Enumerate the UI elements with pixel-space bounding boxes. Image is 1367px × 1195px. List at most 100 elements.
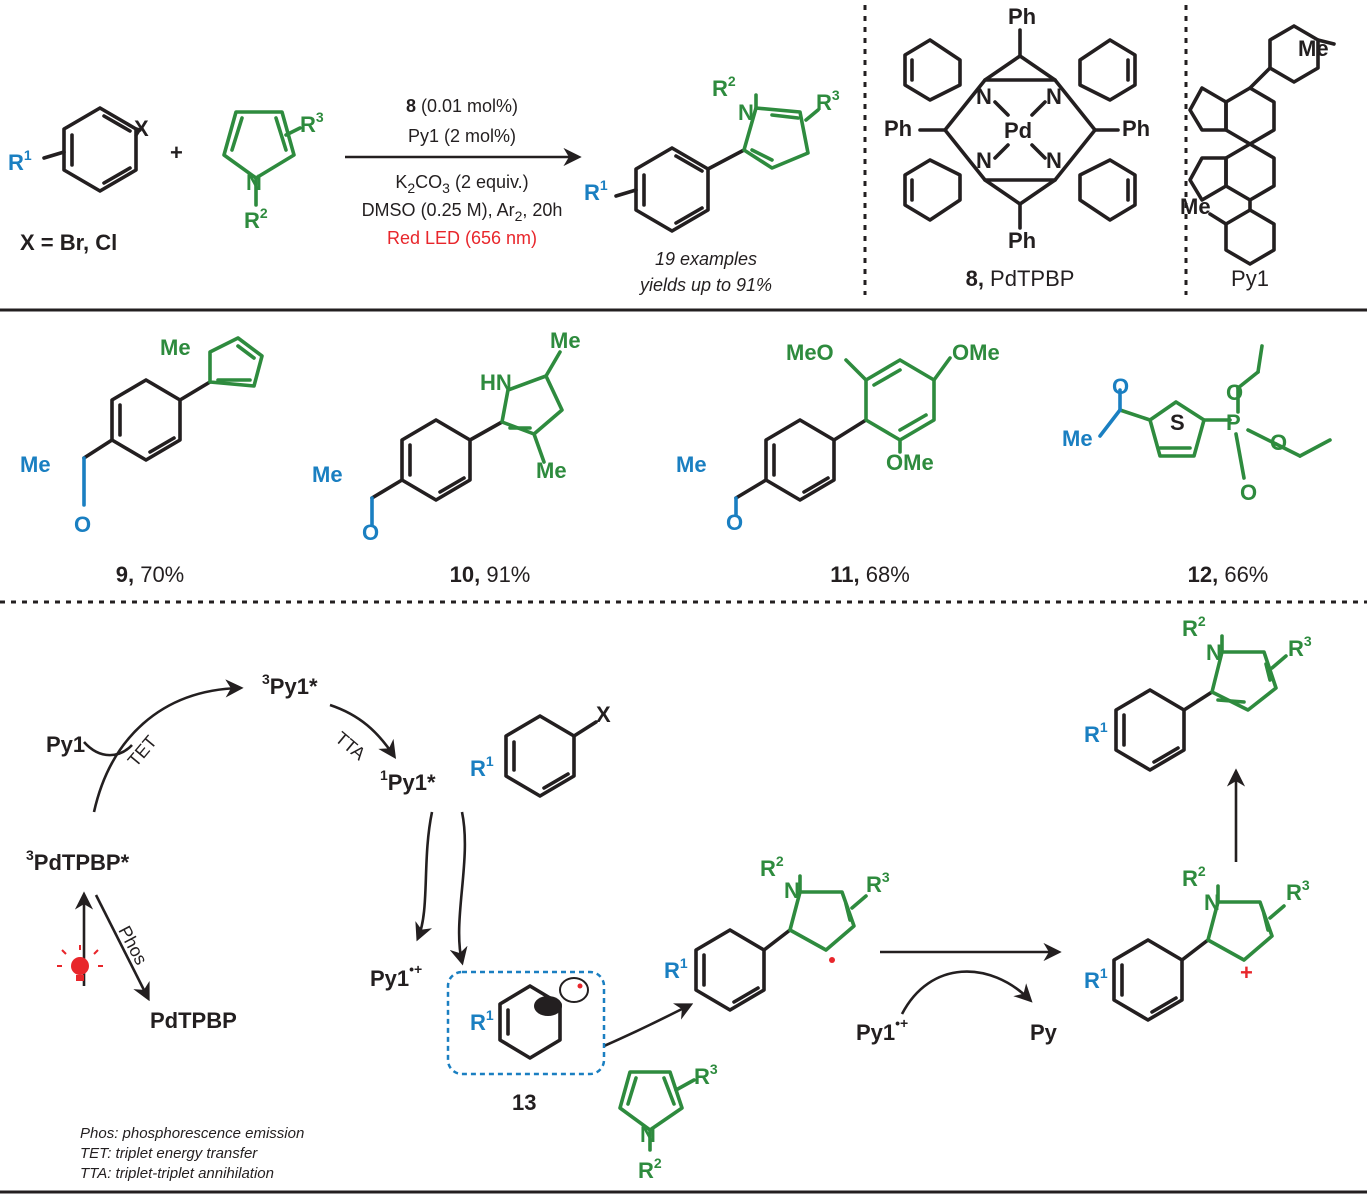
condition-line3: K2CO3 (2 equiv.) (395, 172, 528, 196)
tta-arrow (329, 703, 397, 760)
ph-top: Ph (1008, 4, 1036, 29)
r2-label: R2 (244, 205, 268, 233)
ex10-hn: HN (480, 370, 512, 395)
ex12-caption: 12, 66% (1188, 562, 1269, 587)
cation-r3: R3 (1286, 877, 1310, 905)
mech-pyrrole: N R2 R3 (618, 1061, 718, 1183)
mech-pyrrole-r2: R2 (638, 1155, 662, 1183)
n-bottom-right: N (1046, 148, 1062, 173)
ex9-me-n: Me (160, 335, 191, 360)
ex11-me-acyl: Me (676, 452, 707, 477)
cation-intermediate: R1 R2 N R3 + (1084, 863, 1310, 1022)
example-11: MeO OMe OMe Me O 11, 68% (676, 340, 1000, 587)
ex9-o: O (74, 512, 91, 537)
product-n: N (738, 100, 754, 125)
ex10-o: O (362, 520, 379, 545)
mech-x: X (596, 702, 611, 727)
ex12-o-acyl: O (1112, 374, 1129, 399)
py-product: Py (1030, 1020, 1058, 1045)
light-bulb-icon (57, 945, 103, 981)
n-top-left: N (976, 84, 992, 109)
radical-r1: R1 (470, 1007, 494, 1035)
ex11-ome-bottom: OMe (886, 450, 934, 475)
aryl-radical-arrow (449, 811, 468, 966)
ex12-s: S (1170, 410, 1185, 435)
example-12: O Me S O P O O 12, 66% (1062, 344, 1332, 587)
triplet-py1: 3Py1* (262, 671, 318, 699)
pd-center: Pd (1004, 118, 1032, 143)
radical-adduct: R1 R2 N R3 (664, 853, 890, 1012)
final-r1: R1 (1084, 719, 1108, 747)
adduct-r3: R3 (866, 869, 890, 897)
aryl-radical-13: R1 13 (446, 970, 606, 1115)
radical-addition-arrow (603, 1003, 694, 1048)
cation-r1: R1 (1084, 965, 1108, 993)
phos-down-arrow (94, 894, 150, 1002)
py1-ground: Py1 (46, 732, 85, 757)
adduct-n: N (784, 878, 800, 903)
ex12-o-double: O (1240, 480, 1257, 505)
final-n: N (1206, 640, 1222, 665)
compound-13-label: 13 (512, 1090, 536, 1115)
product-structure: R1 R2 N R3 (584, 73, 840, 233)
mech-pyrrole-r3: R3 (694, 1061, 718, 1089)
note-phos: Phos: phosphorescence emission (80, 1125, 304, 1142)
summary-line2: yields up to 91% (638, 275, 772, 295)
pdtpbp-catalyst: Ph Ph Ph Ph N N N N Pd 8, PdTPBP (884, 4, 1150, 291)
py1-radical-cation-2: Py1•+ (856, 1015, 908, 1045)
ex10-me-top: Me (550, 328, 581, 353)
n-top-right: N (1046, 84, 1062, 109)
ex10-me-bottom: Me (536, 458, 567, 483)
condition-light: Red LED (656 nm) (387, 228, 537, 248)
tet-arrow (92, 679, 244, 813)
ex12-me-acyl: Me (1062, 426, 1093, 451)
product-r2: R2 (712, 73, 736, 101)
ex10-me-acyl: Me (312, 462, 343, 487)
ex9-caption: 9, 70% (116, 562, 185, 587)
final-r2: R2 (1182, 613, 1206, 641)
cation-r2: R2 (1182, 863, 1206, 891)
final-r3: R3 (1288, 633, 1312, 661)
r1-label: R1 (8, 147, 32, 175)
mechanism: 3Py1* 1Py1* Py1 3PdTPBP* PdTPBP TET TTA … (26, 613, 1312, 1183)
note-tta: TTA: triplet-triplet annihilation (80, 1165, 274, 1182)
adduct-r2: R2 (760, 853, 784, 881)
py1-me-top: Me (1298, 36, 1329, 61)
note-tet: TET: triplet energy transfer (80, 1145, 258, 1162)
cation-n: N (1204, 890, 1220, 915)
reaction-conditions: 8 (0.01 mol%) Py1 (2 mol%) K2CO3 (2 equi… (345, 96, 582, 248)
py1-caption: Py1 (1231, 266, 1269, 291)
ph-right: Ph (1122, 116, 1150, 141)
condition-line2: Py1 (2 mol%) (408, 126, 516, 146)
pyrrole-reactant: R3 N R2 (222, 109, 324, 233)
ex12-o-ester2: O (1270, 430, 1287, 455)
leaving-group-label: X (134, 116, 149, 141)
example-9: Me Me O 9, 70% (20, 335, 264, 587)
condition-line4: DMSO (0.25 M), Ar2, 20h (362, 200, 563, 224)
mech-r1: R1 (470, 753, 494, 781)
mech-aryl-halide: R1 X (470, 702, 611, 798)
x-definition: X = Br, Cl (20, 230, 117, 255)
triplet-pdtpbp: 3PdTPBP* (26, 847, 130, 875)
ex9-me-acyl: Me (20, 452, 51, 477)
py1-annihilator: Me Me Py1 (1180, 24, 1336, 291)
product-r1: R1 (584, 177, 608, 205)
ex12-p: P (1226, 410, 1241, 435)
catalyst-caption: 8, PdTPBP (966, 266, 1075, 291)
product-r3: R3 (816, 87, 840, 115)
adduct-r1: R1 (664, 955, 688, 983)
py1-radical-arrow (415, 811, 434, 942)
mech-pyrrole-n: N (640, 1122, 656, 1147)
singlet-py1: 1Py1* (380, 767, 436, 795)
ph-bottom: Ph (1008, 228, 1036, 253)
ex11-caption: 11, 68% (830, 562, 910, 587)
summary-line1: 19 examples (655, 249, 757, 269)
ex11-meo: MeO (786, 340, 834, 365)
aryl-halide-reactant: R1 X X = Br, Cl (8, 106, 149, 255)
cation-plus: + (1240, 960, 1253, 985)
ex10-caption: 10, 91% (450, 562, 531, 587)
ex11-ome-right: OMe (952, 340, 1000, 365)
example-10: HN Me Me Me O 10, 91% (312, 328, 581, 587)
py1-radical-cation: Py1•+ (370, 961, 422, 991)
